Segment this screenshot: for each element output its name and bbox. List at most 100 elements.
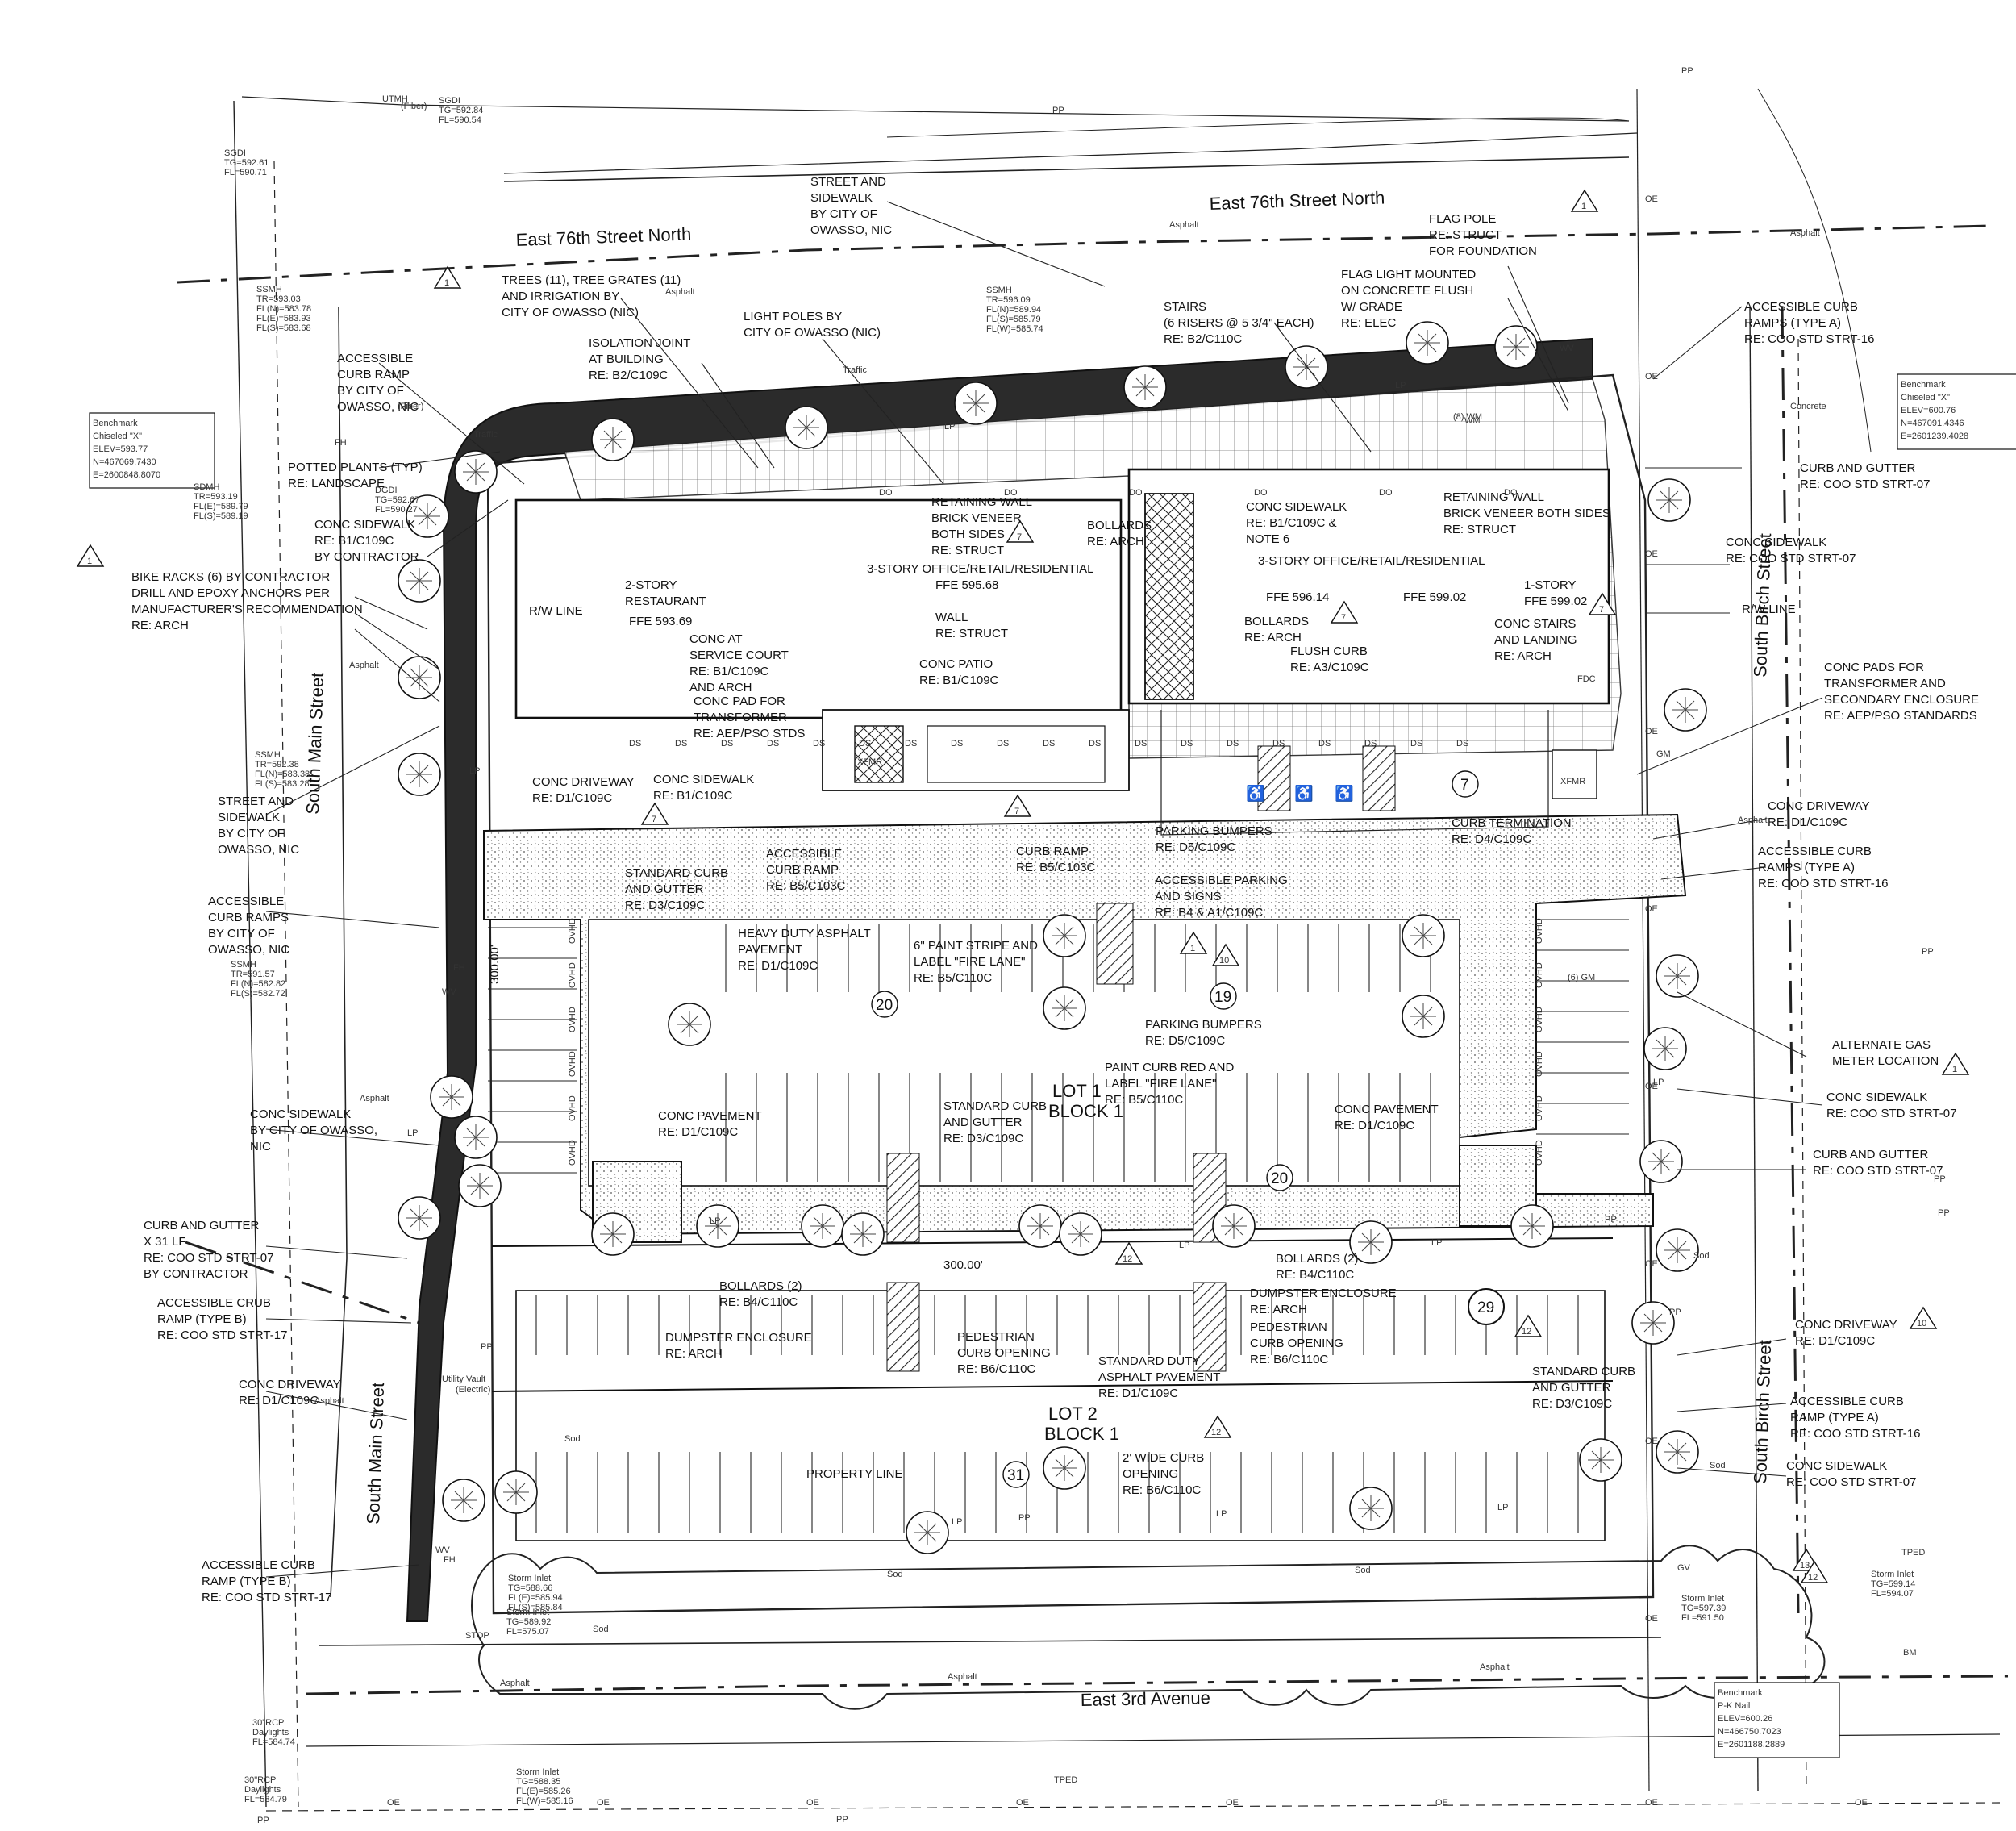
mark-concrete: Concrete bbox=[1790, 402, 1826, 411]
callout-29-line: DUMPSTER ENCLOSURE bbox=[665, 1331, 812, 1345]
tree-icon bbox=[591, 1212, 635, 1256]
utility-note-12-line: FL=594.07 bbox=[1871, 1589, 1914, 1599]
callout-top-6-line: FOR FOUNDATION bbox=[1429, 244, 1537, 258]
callout-right-8-line: METER LOCATION bbox=[1832, 1054, 1939, 1068]
svg-text:FFE 595.68: FFE 595.68 bbox=[935, 578, 998, 592]
callout-right-13-line: CONC SIDEWALK bbox=[1786, 1459, 1887, 1473]
callout-right-5-line: TRANSFORMER AND bbox=[1824, 677, 1946, 690]
utility-note-5-line: TG=592.67 bbox=[375, 495, 419, 505]
tree-icon bbox=[1402, 995, 1445, 1038]
mark-sod: Sod bbox=[564, 1434, 581, 1444]
callout-right-11-line: RE: D1/C109C bbox=[1795, 1334, 1875, 1348]
mark-pp: PP bbox=[1681, 66, 1693, 76]
callout-left-5-line: BY CITY OF bbox=[218, 827, 285, 840]
callout-left-2-line: POTTED PLANTS (TYP) bbox=[288, 461, 423, 474]
revision-triangle: 12 bbox=[1114, 1241, 1143, 1265]
mark-bm: BM bbox=[1903, 1648, 1917, 1658]
callout-right-9-line: CONC SIDEWALK bbox=[1826, 1091, 1927, 1104]
callout-5: R/W LINE bbox=[529, 604, 583, 618]
street-name-main: South Main Street bbox=[302, 672, 327, 815]
utility-note-3-line: FL(S)=583.68 bbox=[256, 323, 311, 333]
mark-electric: (Electric) bbox=[456, 1385, 490, 1395]
benchmark-2-line: Benchmark bbox=[1901, 380, 1946, 390]
mark-pp: PP bbox=[1052, 106, 1064, 115]
mark-sod: Sod bbox=[887, 1570, 903, 1579]
mark-asphalt: Asphalt bbox=[665, 287, 695, 297]
mark-lp: LP bbox=[469, 766, 480, 776]
mark-xfmr: XFMR bbox=[857, 757, 882, 767]
callout-top-1-line: SIDEWALK bbox=[810, 191, 873, 205]
callout-10-line: RE: ARCH bbox=[1244, 631, 1302, 644]
mark-asphalt: Asphalt bbox=[948, 1672, 977, 1682]
callout-20-line: ACCESSIBLE PARKING bbox=[1155, 874, 1288, 887]
callout-32-line: CURB OPENING bbox=[957, 1346, 1051, 1360]
mark-ds: DS bbox=[1089, 739, 1101, 749]
mark-ohvd: OVHD bbox=[568, 1140, 577, 1166]
benchmark-box bbox=[1714, 1682, 1840, 1758]
callout-left-9-line: RE: COO STD STRT-17 bbox=[157, 1328, 287, 1342]
mark-ds: DS bbox=[1043, 739, 1055, 749]
tree-icon bbox=[1631, 1301, 1675, 1345]
callout-6-line: RE: B1/C109C bbox=[689, 665, 769, 678]
svg-text:19: 19 bbox=[1214, 989, 1231, 1006]
callout-17-line: CURB RAMP bbox=[1016, 845, 1089, 858]
callout-27-line: CONC PAVEMENT bbox=[1335, 1103, 1439, 1116]
mark-ds: DS bbox=[721, 739, 733, 749]
callout-15-line: PARKING BUMPERS bbox=[1156, 824, 1272, 838]
tree-icon bbox=[430, 1075, 473, 1119]
mark-wv: WV bbox=[442, 987, 456, 997]
callout-top-3-line: AT BUILDING bbox=[589, 352, 664, 366]
callout-26-line: AND GUTTER bbox=[943, 1116, 1023, 1129]
callout-11-line: FLUSH CURB bbox=[1290, 644, 1368, 658]
utility-note-14-line: Daylights bbox=[252, 1728, 289, 1737]
callout-top-6-line: FLAG POLE bbox=[1429, 212, 1496, 226]
callout-19-line: AND GUTTER bbox=[625, 882, 704, 896]
revision-triangle: 7 bbox=[1006, 519, 1035, 543]
callout-7-line: RE: STRUCT bbox=[935, 627, 1008, 640]
mark-pp: PP bbox=[481, 1342, 493, 1352]
callout-2-line: RE: ARCH bbox=[1087, 535, 1144, 548]
callout-8-line: RE: B1/C109C bbox=[919, 674, 999, 687]
mark-ohvd: OVHD bbox=[568, 918, 577, 944]
benchmark-2-line: N=467091.4346 bbox=[1901, 419, 1964, 428]
parking-field-south bbox=[515, 1290, 1606, 1541]
benchmark-1-line: Benchmark bbox=[93, 419, 138, 428]
mark-pp: PP bbox=[1669, 1308, 1681, 1317]
tree-icon bbox=[442, 1479, 485, 1522]
tree-icon bbox=[1656, 1430, 1699, 1474]
transformer-pad-east bbox=[1552, 749, 1597, 799]
callout-left-3-line: CONC SIDEWALK bbox=[314, 518, 415, 532]
tree-icon bbox=[1664, 688, 1707, 732]
callout-left-7-line: NIC bbox=[250, 1140, 271, 1153]
utility-note-8-line: FL(S)=582.72 bbox=[231, 989, 285, 999]
callout-left-8-line: CURB AND GUTTER bbox=[144, 1219, 260, 1232]
tree-icon bbox=[954, 382, 998, 425]
utility-note-10-line: TG=589.92 bbox=[506, 1617, 551, 1627]
mark-asphalt: Asphalt bbox=[1169, 220, 1199, 230]
mark-xfmr: XFMR bbox=[1560, 777, 1585, 786]
callout-left-8-line: BY CONTRACTOR bbox=[144, 1267, 248, 1281]
callout-1-line: BOTH SIDES bbox=[931, 528, 1005, 541]
restaurant-building bbox=[514, 498, 1123, 719]
callout-2-line: BOLLARDS bbox=[1087, 519, 1152, 532]
utility-note-3-line: TR=593.03 bbox=[256, 294, 301, 304]
callout-30: BOLLARDS (2)RE: B4/C110C bbox=[1276, 1252, 1359, 1282]
callout-right-6-line: CONC DRIVEWAY bbox=[1768, 799, 1870, 813]
callout-18-line: RE: B5/C103C bbox=[766, 879, 846, 893]
tree-icon bbox=[1043, 986, 1086, 1030]
callout-left-4-line: MANUFACTURER'S RECOMMENDATION bbox=[131, 603, 363, 616]
mark-oe: OE bbox=[1645, 904, 1658, 914]
callout-right-1-line: RAMPS (TYPE A) bbox=[1744, 316, 1841, 330]
tree-icon bbox=[1579, 1438, 1622, 1482]
mark-oe: OE bbox=[1645, 549, 1658, 559]
